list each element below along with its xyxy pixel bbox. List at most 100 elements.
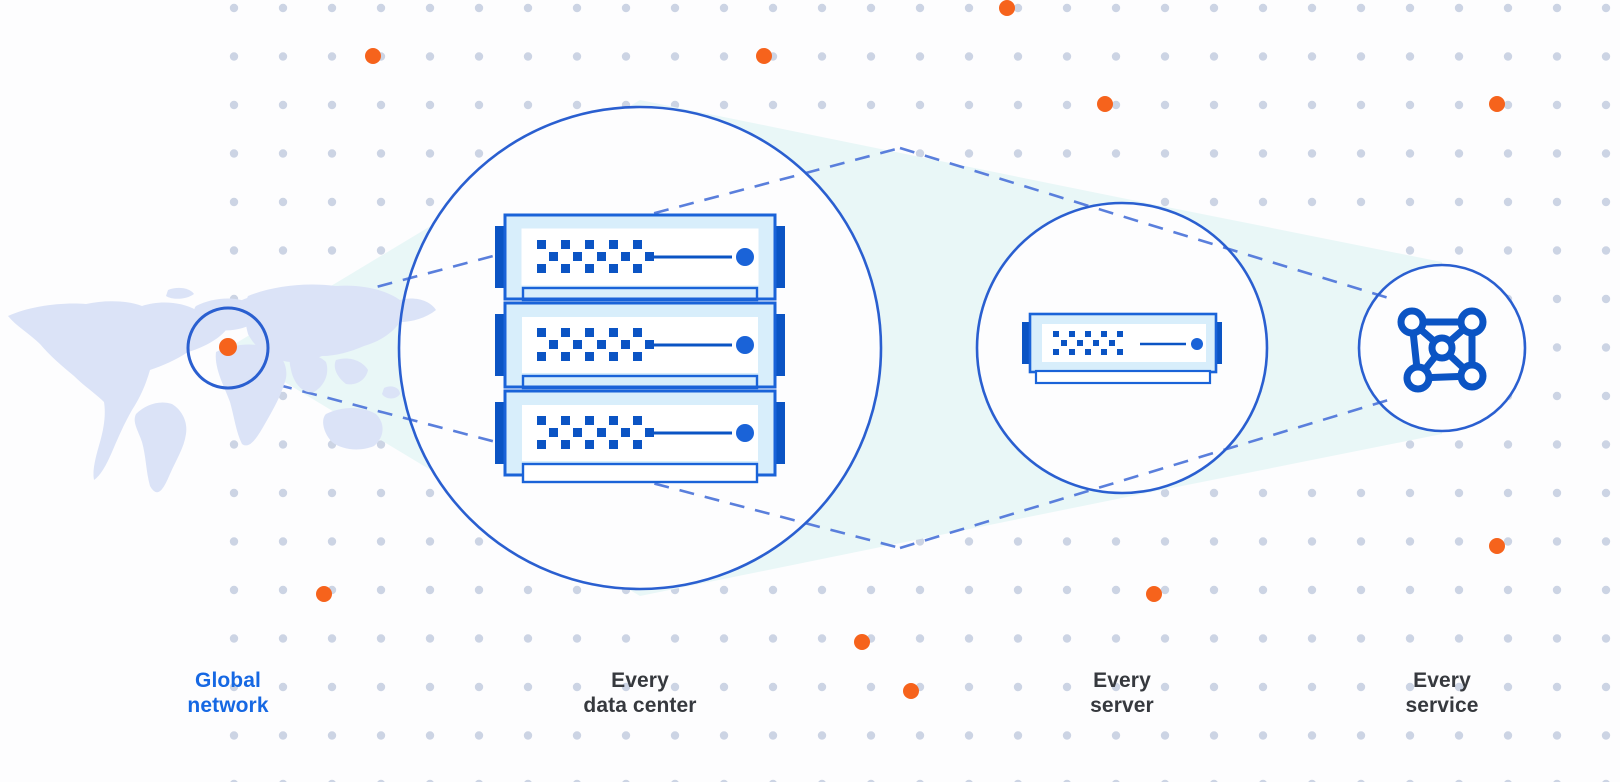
grid-dot xyxy=(1504,779,1512,782)
label-global-network-line1: Global xyxy=(195,669,261,692)
grid-dot xyxy=(327,3,337,13)
grid-dot xyxy=(964,52,974,61)
grid-dot xyxy=(1014,779,1022,782)
grid-dot xyxy=(523,100,533,110)
grid-dot xyxy=(1552,440,1562,449)
grid-dot xyxy=(1308,779,1316,782)
grid-dot xyxy=(1356,585,1366,595)
grid-dot xyxy=(1405,52,1415,61)
grid-dot xyxy=(1405,634,1415,643)
circle-global-network xyxy=(186,306,270,390)
grid-dot xyxy=(817,52,827,61)
grid-dot xyxy=(1160,634,1170,643)
grid-dot xyxy=(572,100,582,110)
grid-dot xyxy=(1111,634,1121,643)
server-unit-icon xyxy=(1022,312,1222,385)
grid-dot xyxy=(1454,100,1464,110)
grid-dot xyxy=(278,731,288,740)
grid-dot xyxy=(425,100,435,110)
grid-dot xyxy=(523,3,533,13)
grid-dot xyxy=(670,52,680,61)
grid-dot xyxy=(229,440,239,449)
grid-dot xyxy=(1258,52,1268,61)
grid-dot xyxy=(768,100,778,110)
grid-dot xyxy=(768,585,778,595)
grid-dot xyxy=(1307,149,1317,158)
grid-dot xyxy=(1455,779,1463,782)
grid-dot xyxy=(1307,3,1317,13)
grid-dot xyxy=(1112,779,1120,782)
grid-dot xyxy=(1160,682,1170,692)
orange-accent-dot xyxy=(316,586,332,602)
grid-dot xyxy=(376,731,386,740)
grid-dot xyxy=(376,537,386,546)
server-unit-led-array xyxy=(1053,331,1123,355)
orange-accent-dot xyxy=(854,634,870,650)
grid-dot xyxy=(1209,537,1219,546)
grid-dot xyxy=(1356,100,1366,110)
stage-circles xyxy=(186,105,1527,591)
grid-dot xyxy=(915,585,925,595)
grid-dot xyxy=(1209,197,1219,207)
grid-dot xyxy=(1258,585,1268,595)
grid-dot xyxy=(474,731,484,740)
grid-dot xyxy=(621,731,631,740)
grid-dot xyxy=(1063,779,1071,782)
grid-dot xyxy=(1062,537,1072,546)
grid-dot xyxy=(229,488,239,498)
grid-dot xyxy=(1503,634,1513,643)
grid-dot xyxy=(523,585,533,595)
rack-base-plinth xyxy=(521,462,759,484)
grid-dot xyxy=(1356,197,1366,207)
grid-dot xyxy=(572,585,582,595)
grid-dot xyxy=(621,52,631,61)
grid-dot xyxy=(425,682,435,692)
grid-dot xyxy=(670,634,680,643)
grid-dot xyxy=(1160,585,1170,595)
grid-dot xyxy=(1601,391,1611,401)
grid-dot xyxy=(1405,149,1415,158)
grid-dot xyxy=(327,537,337,546)
grid-dot xyxy=(327,634,337,643)
grid-dot xyxy=(278,488,288,498)
grid-dot xyxy=(1552,52,1562,61)
orange-accent-dot xyxy=(756,48,772,64)
grid-dot xyxy=(1601,682,1611,692)
grid-dot xyxy=(915,149,925,158)
grid-dot xyxy=(1111,52,1121,61)
grid-dot xyxy=(1503,52,1513,61)
server-led-array-1 xyxy=(537,240,654,273)
grid-dot xyxy=(1062,731,1072,740)
grid-dot xyxy=(524,779,532,782)
grid-dot xyxy=(474,537,484,546)
grid-dot xyxy=(425,537,435,546)
grid-dot xyxy=(965,779,973,782)
grid-dot xyxy=(572,731,582,740)
grid-dot xyxy=(1307,682,1317,692)
grid-dot xyxy=(1013,537,1023,546)
grid-dot xyxy=(229,52,239,61)
grid-dot xyxy=(818,779,826,782)
grid-dot xyxy=(229,100,239,110)
grid-dot xyxy=(278,197,288,207)
grid-dot xyxy=(1209,488,1219,498)
grid-dot xyxy=(915,731,925,740)
grid-dot xyxy=(1111,585,1121,595)
grid-dot xyxy=(376,634,386,643)
orange-accent-dot xyxy=(365,48,381,64)
grid-dot xyxy=(719,634,729,643)
grid-dot xyxy=(964,537,974,546)
grid-dot xyxy=(376,682,386,692)
server-led-array-2 xyxy=(537,328,654,361)
grid-dot xyxy=(1601,440,1611,449)
grid-dot xyxy=(719,100,729,110)
grid-dot xyxy=(671,779,679,782)
grid-dot xyxy=(1503,149,1513,158)
grid-dot xyxy=(327,197,337,207)
grid-dot xyxy=(1013,585,1023,595)
grid-dot xyxy=(278,634,288,643)
grid-dot xyxy=(769,779,777,782)
grid-dot xyxy=(1552,197,1562,207)
grid-dot xyxy=(1062,52,1072,61)
grid-dot xyxy=(768,682,778,692)
